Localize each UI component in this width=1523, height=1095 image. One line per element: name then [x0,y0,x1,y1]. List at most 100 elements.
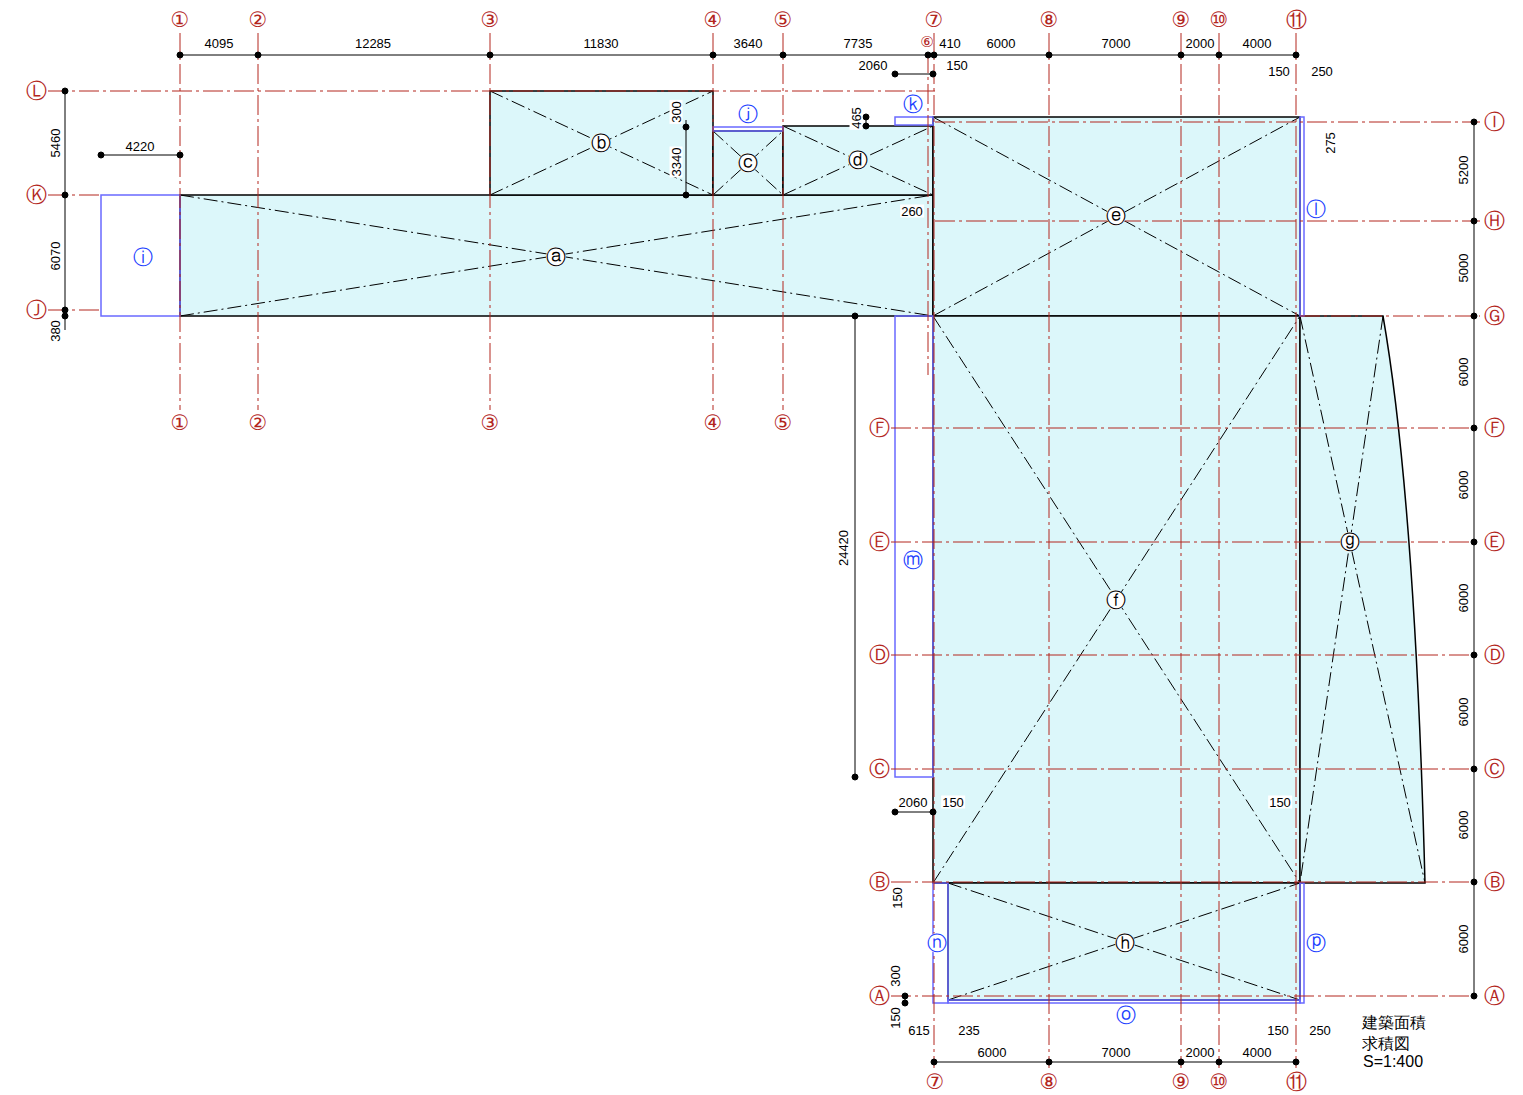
dimension-value: 2060 [858,59,889,72]
dimension-value: 150 [1268,796,1292,809]
dimension-value: 7000 [1101,1046,1132,1059]
area-region: ⓙ [713,127,783,131]
area-region: ⓕ [933,316,1300,883]
grid-bubble: Ⓑ [1484,872,1505,893]
area-region: ⓒ [713,131,783,195]
area-label: ⓐ [546,247,566,267]
grid-bubble: Ⓑ [869,872,890,893]
dimension-value: S=1:400 [1362,1054,1424,1070]
area-label: ⓛ [1306,199,1326,219]
grid-bubble: Ⓛ [26,81,47,102]
dimension-value: 24420 [837,529,850,567]
area-label: ⓝ [927,933,947,953]
area-region: ⓛ [1300,117,1304,316]
grid-bubble: ① [171,413,190,434]
dimension-value: 4000 [1242,1046,1273,1059]
grid-bubble: Ⓒ [869,759,890,780]
grid-bubble: Ⓓ [869,645,890,666]
dimension-value: 6070 [49,241,62,272]
dimension-value: 6000 [1457,470,1470,501]
grid-bubble: Ⓕ [1484,418,1505,439]
area-label: ⓟ [1306,933,1326,953]
dimension-value: 6000 [1457,924,1470,955]
grid-bubble: ③ [481,413,500,434]
grid-bubble: Ⓙ [26,300,47,321]
dimension-value: 235 [957,1024,981,1037]
grid-bubble: Ⓒ [1484,759,1505,780]
grid-bubble: Ⓘ [1484,112,1505,133]
grid-bubble: ⑩ [1210,10,1229,31]
dimension-value: 150 [1266,1024,1290,1037]
grid-bubble: ⑥ [920,35,933,50]
dimension-value: 6000 [1457,697,1470,728]
grid-bubble: ② [249,10,268,31]
dimension-value: 4095 [204,37,235,50]
dimension-value: 260 [900,205,924,218]
grid-bubble: Ⓕ [869,418,890,439]
grid-bubble: ⑤ [774,413,793,434]
dimension-value: 3640 [733,37,764,50]
grid-bubble: ④ [704,413,723,434]
grid-bubble: ⑤ [774,10,793,31]
dimension-value: 275 [1324,131,1337,155]
grid-bubble: ⑦ [926,1072,945,1093]
area-label: ⓓ [848,150,868,170]
dimension-value: 250 [1310,65,1334,78]
area-region: ⓟ [1300,883,1304,1003]
dimension-value: 380 [49,319,62,343]
dimension-value: 150 [945,59,969,72]
area-region: ⓗ [948,883,1300,1000]
dimension-value: 7000 [1101,37,1132,50]
dimension-value: 5000 [1457,253,1470,284]
grid-bubble: Ⓔ [1484,532,1505,553]
area-region: ⓚ [895,117,933,125]
grid-bubble: Ⓔ [869,532,890,553]
grid-bubble: Ⓚ [26,185,47,206]
grid-bubble: Ⓓ [1484,645,1505,666]
dimension-value: 7735 [843,37,874,50]
area-region: ⓜ [895,316,933,777]
grid-bubble: ③ [481,10,500,31]
dimension-value: 5460 [49,128,62,159]
dimension-value: 6000 [1457,583,1470,614]
area-label: ⓑ [591,133,611,153]
dimension-value: 12285 [354,37,392,50]
dimension-value: 5200 [1457,155,1470,186]
grid-bubble: ② [249,413,268,434]
grid-bubble: ⑨ [1172,10,1191,31]
dimension-value: 4220 [125,140,156,153]
dimension-value: 300 [889,964,902,988]
area-label: ⓖ [1340,532,1360,552]
area-label: ⓕ [1106,590,1126,610]
dimension-value: 11830 [582,37,619,50]
dimension-value: 2060 [898,796,929,809]
grid-bubble: ⑩ [1210,1072,1229,1093]
dimension-value: 150 [941,796,965,809]
grid-bubble: ④ [704,10,723,31]
dimension-value: 2000 [1185,37,1216,50]
dimension-value: 150 [889,1006,902,1030]
dimension-value: 2000 [1185,1046,1216,1059]
dimension-value: 150 [891,886,904,910]
area-region: ⓞ [948,1000,1300,1003]
grid-bubble: ⑧ [1040,1072,1059,1093]
grid-bubble: ⑪ [1286,10,1307,31]
area-label: ⓗ [1115,933,1135,953]
grid-bubble: ⑨ [1172,1072,1191,1093]
dimension-value: 410 [938,37,962,50]
drawing-title: 建築面積 求積図 [1362,1012,1436,1054]
grid-bubble: Ⓖ [1484,306,1505,327]
dimension-value: 150 [1267,65,1291,78]
dimension-value: 300 [670,100,683,124]
area-region: ⓔ [933,117,1300,316]
dimension-value: 4000 [1242,37,1273,50]
dimension-value: 250 [1308,1024,1332,1037]
grid-bubble: ⑧ [1040,10,1059,31]
area-region: ⓘ [101,195,180,316]
area-label: ⓘ [133,247,153,267]
grid-bubble: ⑪ [1286,1072,1307,1093]
area-label: ⓒ [738,153,758,173]
area-label: ⓔ [1106,206,1126,226]
grid-bubble: Ⓐ [869,986,890,1007]
